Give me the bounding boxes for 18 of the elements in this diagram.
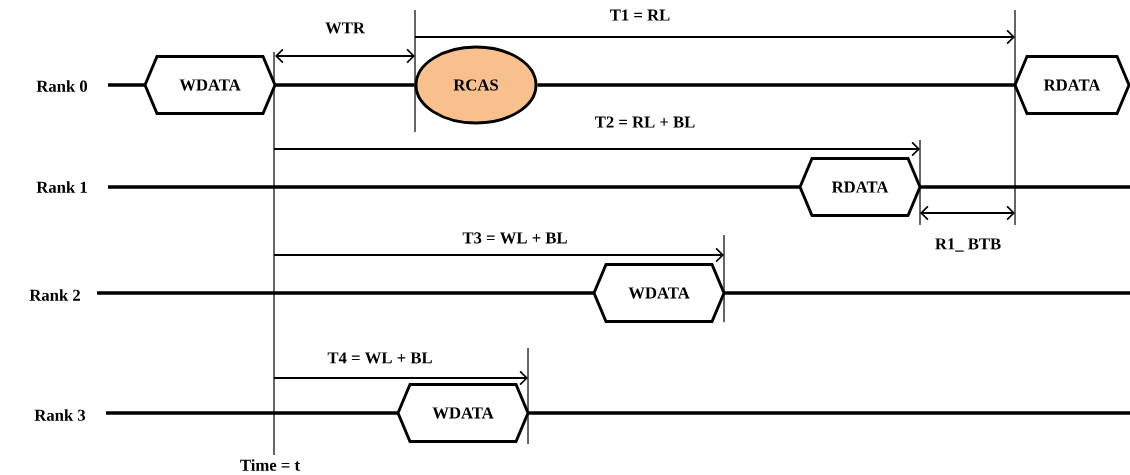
- timing-label: Rank 2: [29, 289, 80, 301]
- timing-label: Time = t: [240, 459, 300, 471]
- timing-label: WTR: [325, 22, 366, 34]
- timing-label: T4 = WL + BL: [327, 352, 432, 364]
- signal-line: [275, 83, 415, 87]
- timing-label: Rank 3: [34, 409, 86, 421]
- data-hexagon: WDATA: [143, 55, 277, 115]
- data-hexagon: WDATA: [396, 383, 530, 443]
- data-hexagon: WDATA: [592, 263, 726, 323]
- data-hexagon: RDATA: [798, 157, 922, 217]
- timing-label: Rank 0: [36, 80, 88, 92]
- timing-label: T3 = WL + BL: [462, 232, 567, 244]
- timing-label: T1 = RL: [610, 9, 670, 21]
- timing-label: T2 = RL + BL: [595, 116, 695, 128]
- signal-line: [537, 83, 1015, 87]
- timing-label: Rank 1: [36, 181, 87, 193]
- data-hexagon: RDATA: [1013, 55, 1130, 115]
- timing-label: R1_ BTB: [935, 238, 1001, 252]
